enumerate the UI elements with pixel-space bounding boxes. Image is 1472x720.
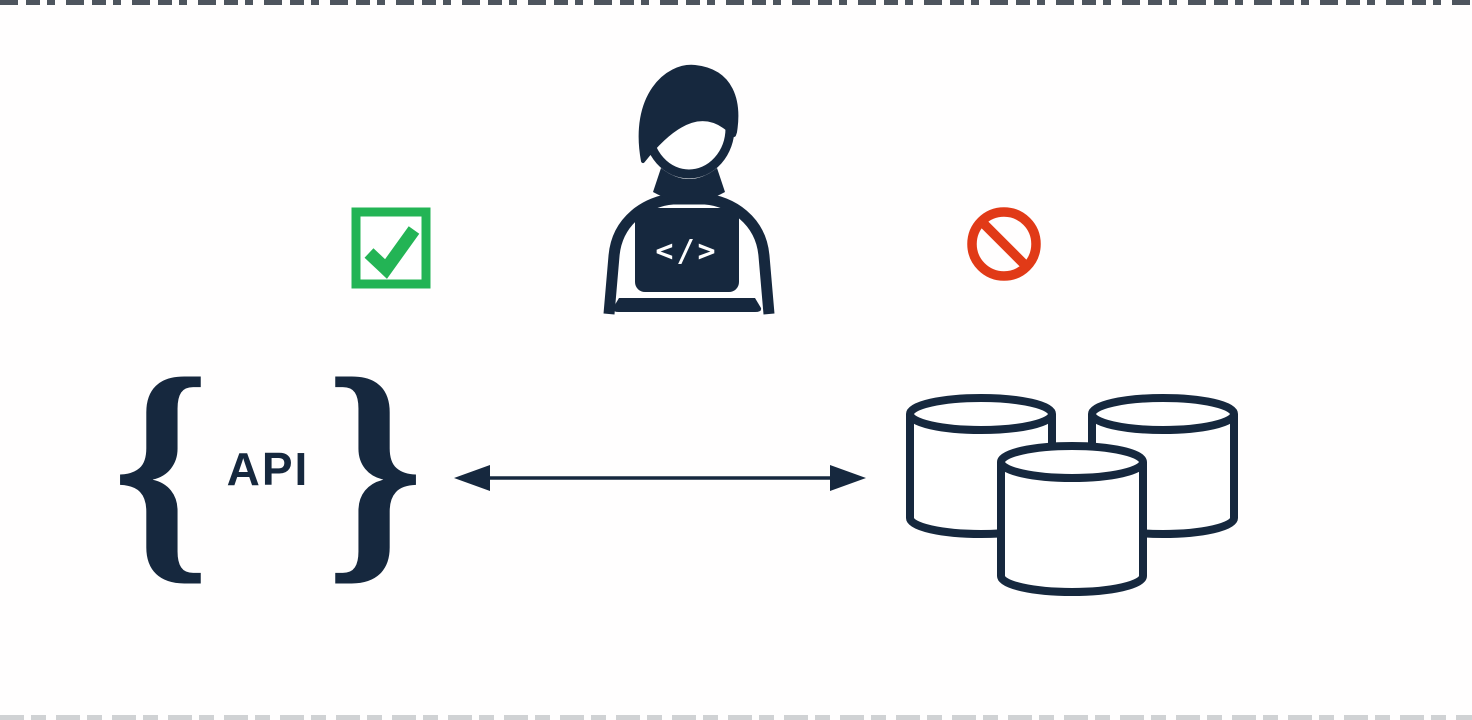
api-label: API xyxy=(226,443,310,495)
database-cluster-icon xyxy=(906,394,1238,596)
bottom-edge-cropped-text xyxy=(0,715,1472,720)
api-group: { API } xyxy=(112,328,424,605)
right-curly-brace: } xyxy=(325,328,424,605)
no-entry-icon xyxy=(967,207,1041,281)
checkbox-check-icon xyxy=(351,207,431,289)
top-edge-cropped-text xyxy=(0,0,1472,5)
left-curly-brace: { xyxy=(112,328,211,605)
laptop-code-label: </> xyxy=(655,234,718,269)
bidirectional-arrow-icon xyxy=(454,465,866,491)
developer-icon: </> xyxy=(603,64,775,315)
